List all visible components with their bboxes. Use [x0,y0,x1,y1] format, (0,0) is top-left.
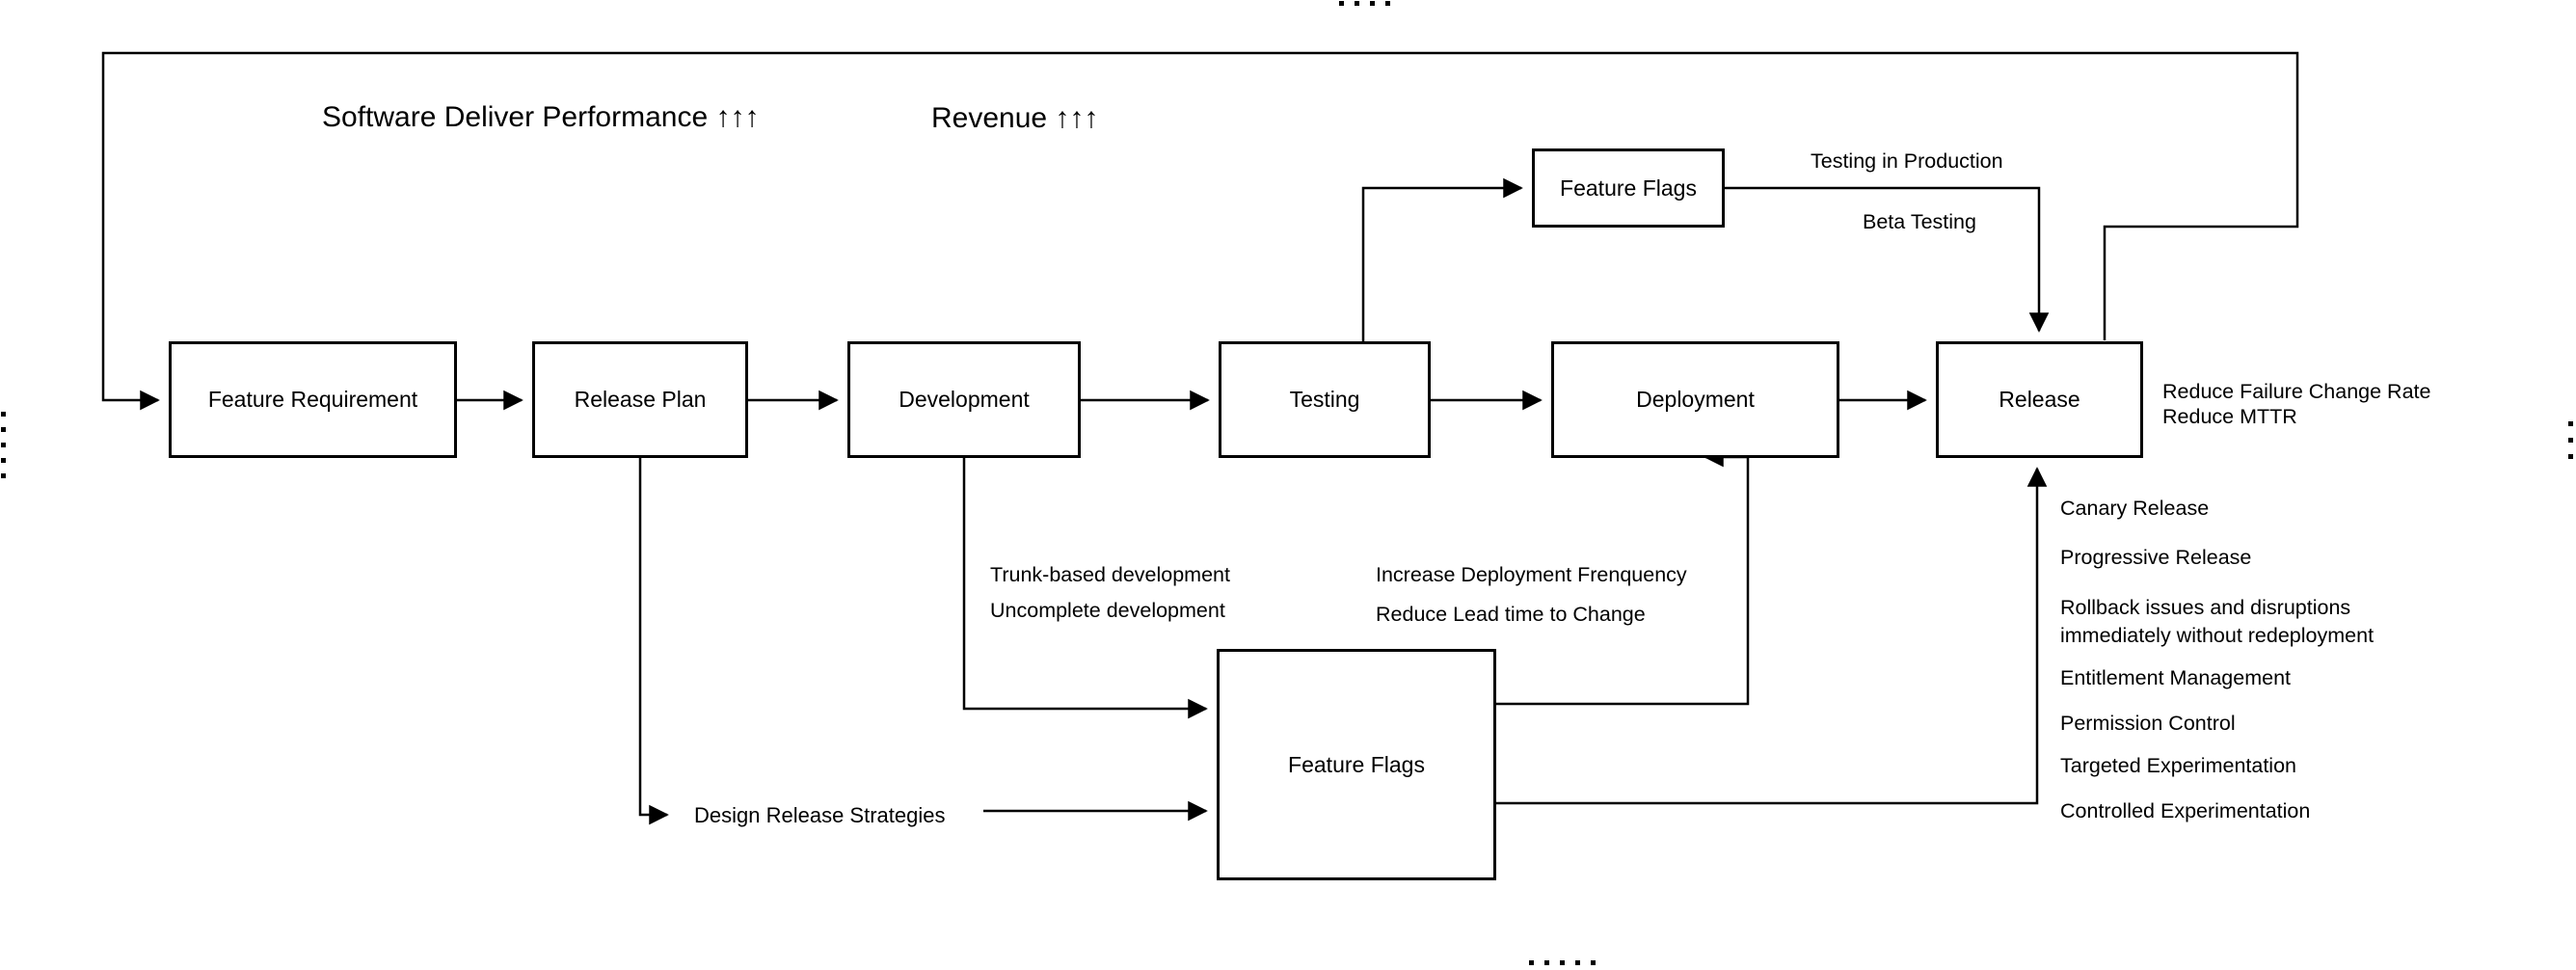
node-development[interactable]: Development [847,341,1081,458]
top-edge-dot [1385,1,1390,6]
node-feature-flags-bottom[interactable]: Feature Flags [1217,649,1496,880]
label-uncomplete-development: Uncomplete development [990,599,1225,622]
connector-testing-to-feature-flags-top [1361,177,1523,341]
left-edge-dot [1,443,6,447]
node-feature-requirement[interactable]: Feature Requirement [169,341,457,458]
label-canary-release: Canary Release [2060,497,2210,520]
label-permission-control: Permission Control [2060,712,2236,735]
label-targeted-experimentation: Targeted Experimentation [2060,754,2297,777]
connector-release-feedback-loop [101,51,2299,411]
title-software-deliver-performance: Software Deliver Performance ↑↑↑ [322,101,760,133]
connector-feature-flags-bottom-to-release [1496,467,2048,805]
top-edge-dot [1370,1,1375,6]
label-trunk-based-development: Trunk-based development [990,563,1230,586]
label-testing-in-production: Testing in Production [1811,149,2003,173]
bottom-edge-dot [1591,960,1596,965]
label-rollback-line1: Rollback issues and disruptions [2060,596,2351,619]
connector-release-plan-to-design-release-strategies [638,458,669,825]
connector-feature-flags-top-to-release [1725,186,2050,333]
node-release-plan[interactable]: Release Plan [532,341,748,458]
label-rollback-line2: immediately without redeployment [2060,624,2375,647]
left-edge-dot [1,427,6,432]
node-release[interactable]: Release [1936,341,2143,458]
left-edge-dot [1,458,6,463]
top-edge-dot [1355,1,1359,6]
label-progressive-release: Progressive Release [2060,546,2252,569]
label-controlled-experimentation: Controlled Experimentation [2060,799,2311,822]
node-feature-flags-top[interactable]: Feature Flags [1532,148,1725,228]
right-edge-dot [2568,438,2573,443]
bottom-edge-dot [1529,960,1534,965]
label-entitlement-management: Entitlement Management [2060,666,2292,689]
label-reduce-failure-change-rate: Reduce Failure Change Rate [2162,380,2431,403]
node-deployment[interactable]: Deployment [1551,341,1839,458]
label-reduce-mttr: Reduce MTTR [2162,405,2297,428]
top-edge-dot [1339,1,1344,6]
title-revenue: Revenue ↑↑↑ [931,102,1099,134]
label-beta-testing: Beta Testing [1863,210,1976,233]
right-edge-dot [2568,454,2573,459]
bottom-edge-dot [1544,960,1549,965]
label-reduce-lead-time: Reduce Lead time to Change [1376,603,1646,626]
node-testing[interactable]: Testing [1219,341,1431,458]
left-edge-dot [1,473,6,478]
right-edge-dot [2568,421,2573,426]
label-increase-deployment-frequency: Increase Deployment Frenquency [1376,563,1687,586]
left-edge-dot [1,412,6,417]
bottom-edge-dot [1560,960,1565,965]
connector-development-to-feature-flags-bottom [962,458,1208,719]
bottom-edge-dot [1575,960,1580,965]
label-design-release-strategies: Design Release Strategies [694,803,946,827]
